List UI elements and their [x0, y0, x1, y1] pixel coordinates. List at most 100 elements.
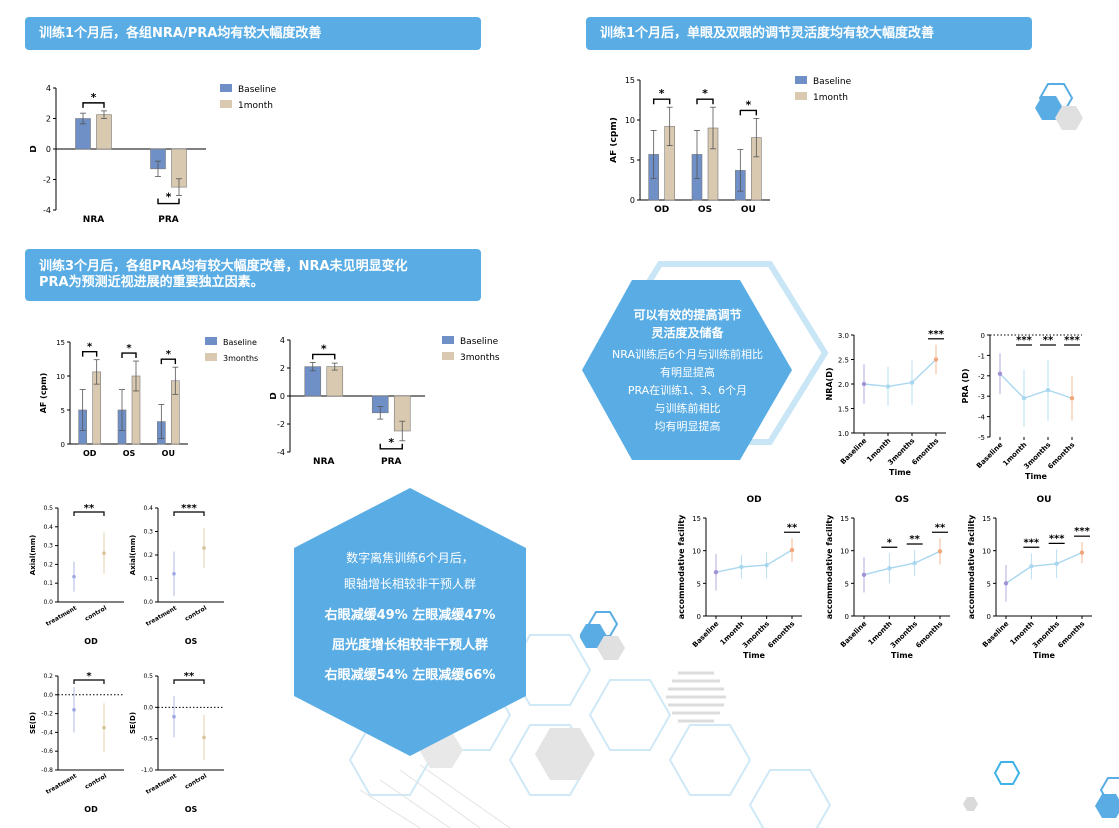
x-tick-label: OD	[654, 205, 669, 215]
y-tick-label: 4	[46, 84, 51, 93]
significance-mark: **	[84, 503, 95, 514]
legend-label: Baseline	[223, 338, 257, 347]
center-hex-outline	[620, 261, 829, 445]
significance-mark: *	[91, 91, 97, 104]
significance-mark: *	[659, 87, 665, 100]
data-point	[1029, 564, 1034, 569]
y-axis-label: accommodative facility	[825, 514, 834, 619]
x-tick-label: NRA	[313, 457, 334, 467]
significance-mark: *	[702, 87, 708, 100]
y-tick-label: -4	[978, 414, 986, 422]
y-tick-label: 0	[630, 196, 635, 205]
y-tick-label: 0	[280, 392, 285, 401]
significance-mark: ***	[928, 329, 944, 340]
x-tick-label: Baseline	[691, 620, 721, 650]
y-tick-label: -4	[277, 448, 285, 457]
data-point	[739, 564, 744, 570]
y-tick-label: 0.4	[143, 505, 153, 512]
legend-swatch	[220, 84, 232, 92]
significance-mark: ***	[1064, 335, 1080, 346]
x-tick-label: 6months	[914, 620, 944, 650]
data-point	[933, 357, 939, 362]
data-point	[202, 546, 206, 550]
y-axis-label: Axial(mm)	[129, 535, 137, 575]
y-axis-label: AF (cpm)	[610, 117, 619, 163]
x-tick-label: NRA	[83, 215, 104, 225]
banner-text: 训练1个月后，单眼及双眼的调节灵活度均有较大幅度改善	[600, 25, 935, 41]
y-tick-label: 0.3	[143, 529, 153, 536]
x-axis-label: OS	[185, 637, 198, 646]
data-point	[789, 547, 795, 553]
y-tick-label: -3	[978, 393, 985, 401]
deco-hex-small	[993, 761, 1021, 785]
x-tick-label: OD	[83, 449, 97, 458]
legend-label: 1month	[813, 93, 848, 103]
significance-bracket	[173, 511, 205, 516]
x-tick-label: control	[84, 605, 108, 623]
y-axis-label: NRA(D)	[825, 368, 834, 401]
y-axis-label: D	[30, 145, 39, 152]
y-tick-label: 3.0	[838, 332, 849, 340]
y-tick-label: 1.5	[838, 406, 849, 414]
x-tick-label: OU	[741, 205, 756, 215]
x-axis-label: OD	[84, 805, 98, 814]
legend-label: Baseline	[813, 77, 852, 87]
significance-mark: ***	[1016, 335, 1032, 346]
significance-mark: *	[887, 537, 893, 548]
x-tick-label: treatment	[145, 773, 178, 796]
data-point	[861, 572, 867, 578]
y-tick-label: 0.0	[43, 599, 53, 606]
y-axis-label: SE(D)	[29, 712, 37, 734]
significance-bracket	[652, 98, 671, 105]
x-tick-label: treatment	[145, 605, 178, 628]
legend-swatch	[442, 352, 454, 360]
y-tick-label: 0.0	[43, 692, 53, 699]
y-tick-label: 10	[840, 548, 849, 556]
significance-mark: **	[787, 522, 798, 533]
data-point	[1021, 396, 1027, 401]
deco-hex-gray-small	[963, 797, 978, 811]
x-tick-label: 6months	[766, 620, 796, 650]
y-tick-label: 15	[625, 76, 635, 85]
significance-bracket	[73, 679, 105, 684]
y-tick-label: -1.0	[141, 767, 153, 774]
banner-text: 训练1个月后，各组NRA/PRA均有较大幅度改善	[39, 25, 322, 41]
series-line	[999, 373, 1073, 400]
x-tick-label: PRA	[381, 457, 402, 467]
x-axis-label: OD	[84, 637, 98, 646]
hex-line: 数字离焦训练6个月后，	[346, 551, 474, 565]
y-tick-label: 5	[845, 580, 849, 588]
significance-mark: **	[935, 522, 946, 533]
y-tick-label: 0.5	[43, 505, 53, 512]
bottom-hex-text: 数字离焦训练6个月后， 眼轴增长相较非干预人群 右眼减缓49% 左眼减缓47% …	[300, 545, 520, 689]
y-tick-label: 10	[56, 373, 65, 381]
y-axis-label: Axial(mm)	[29, 535, 37, 575]
hex-line: 灵活度及储备	[651, 326, 724, 340]
bar	[96, 114, 112, 150]
data-point	[912, 560, 917, 566]
x-tick-label: OS	[123, 449, 136, 458]
y-tick-label: 4	[280, 336, 285, 345]
data-point	[937, 549, 943, 554]
x-tick-label: control	[184, 773, 208, 791]
stripe-hex	[666, 671, 726, 723]
significance-mark: *	[166, 191, 172, 204]
data-point	[72, 574, 76, 579]
significance-mark: ***	[181, 503, 197, 514]
legend-swatch	[220, 100, 232, 108]
x-tick-label: treatment	[45, 605, 78, 628]
data-point	[72, 708, 76, 712]
y-axis-label: PRA (D)	[961, 369, 970, 404]
y-tick-label: 0.5	[143, 673, 153, 680]
y-tick-label: -2	[277, 420, 285, 429]
data-point	[764, 562, 769, 568]
legend-swatch	[795, 92, 807, 100]
significance-mark: *	[388, 436, 394, 449]
series-line	[1005, 551, 1083, 584]
y-tick-label: -0.6	[41, 748, 53, 755]
y-tick-label: -0.8	[41, 767, 53, 774]
